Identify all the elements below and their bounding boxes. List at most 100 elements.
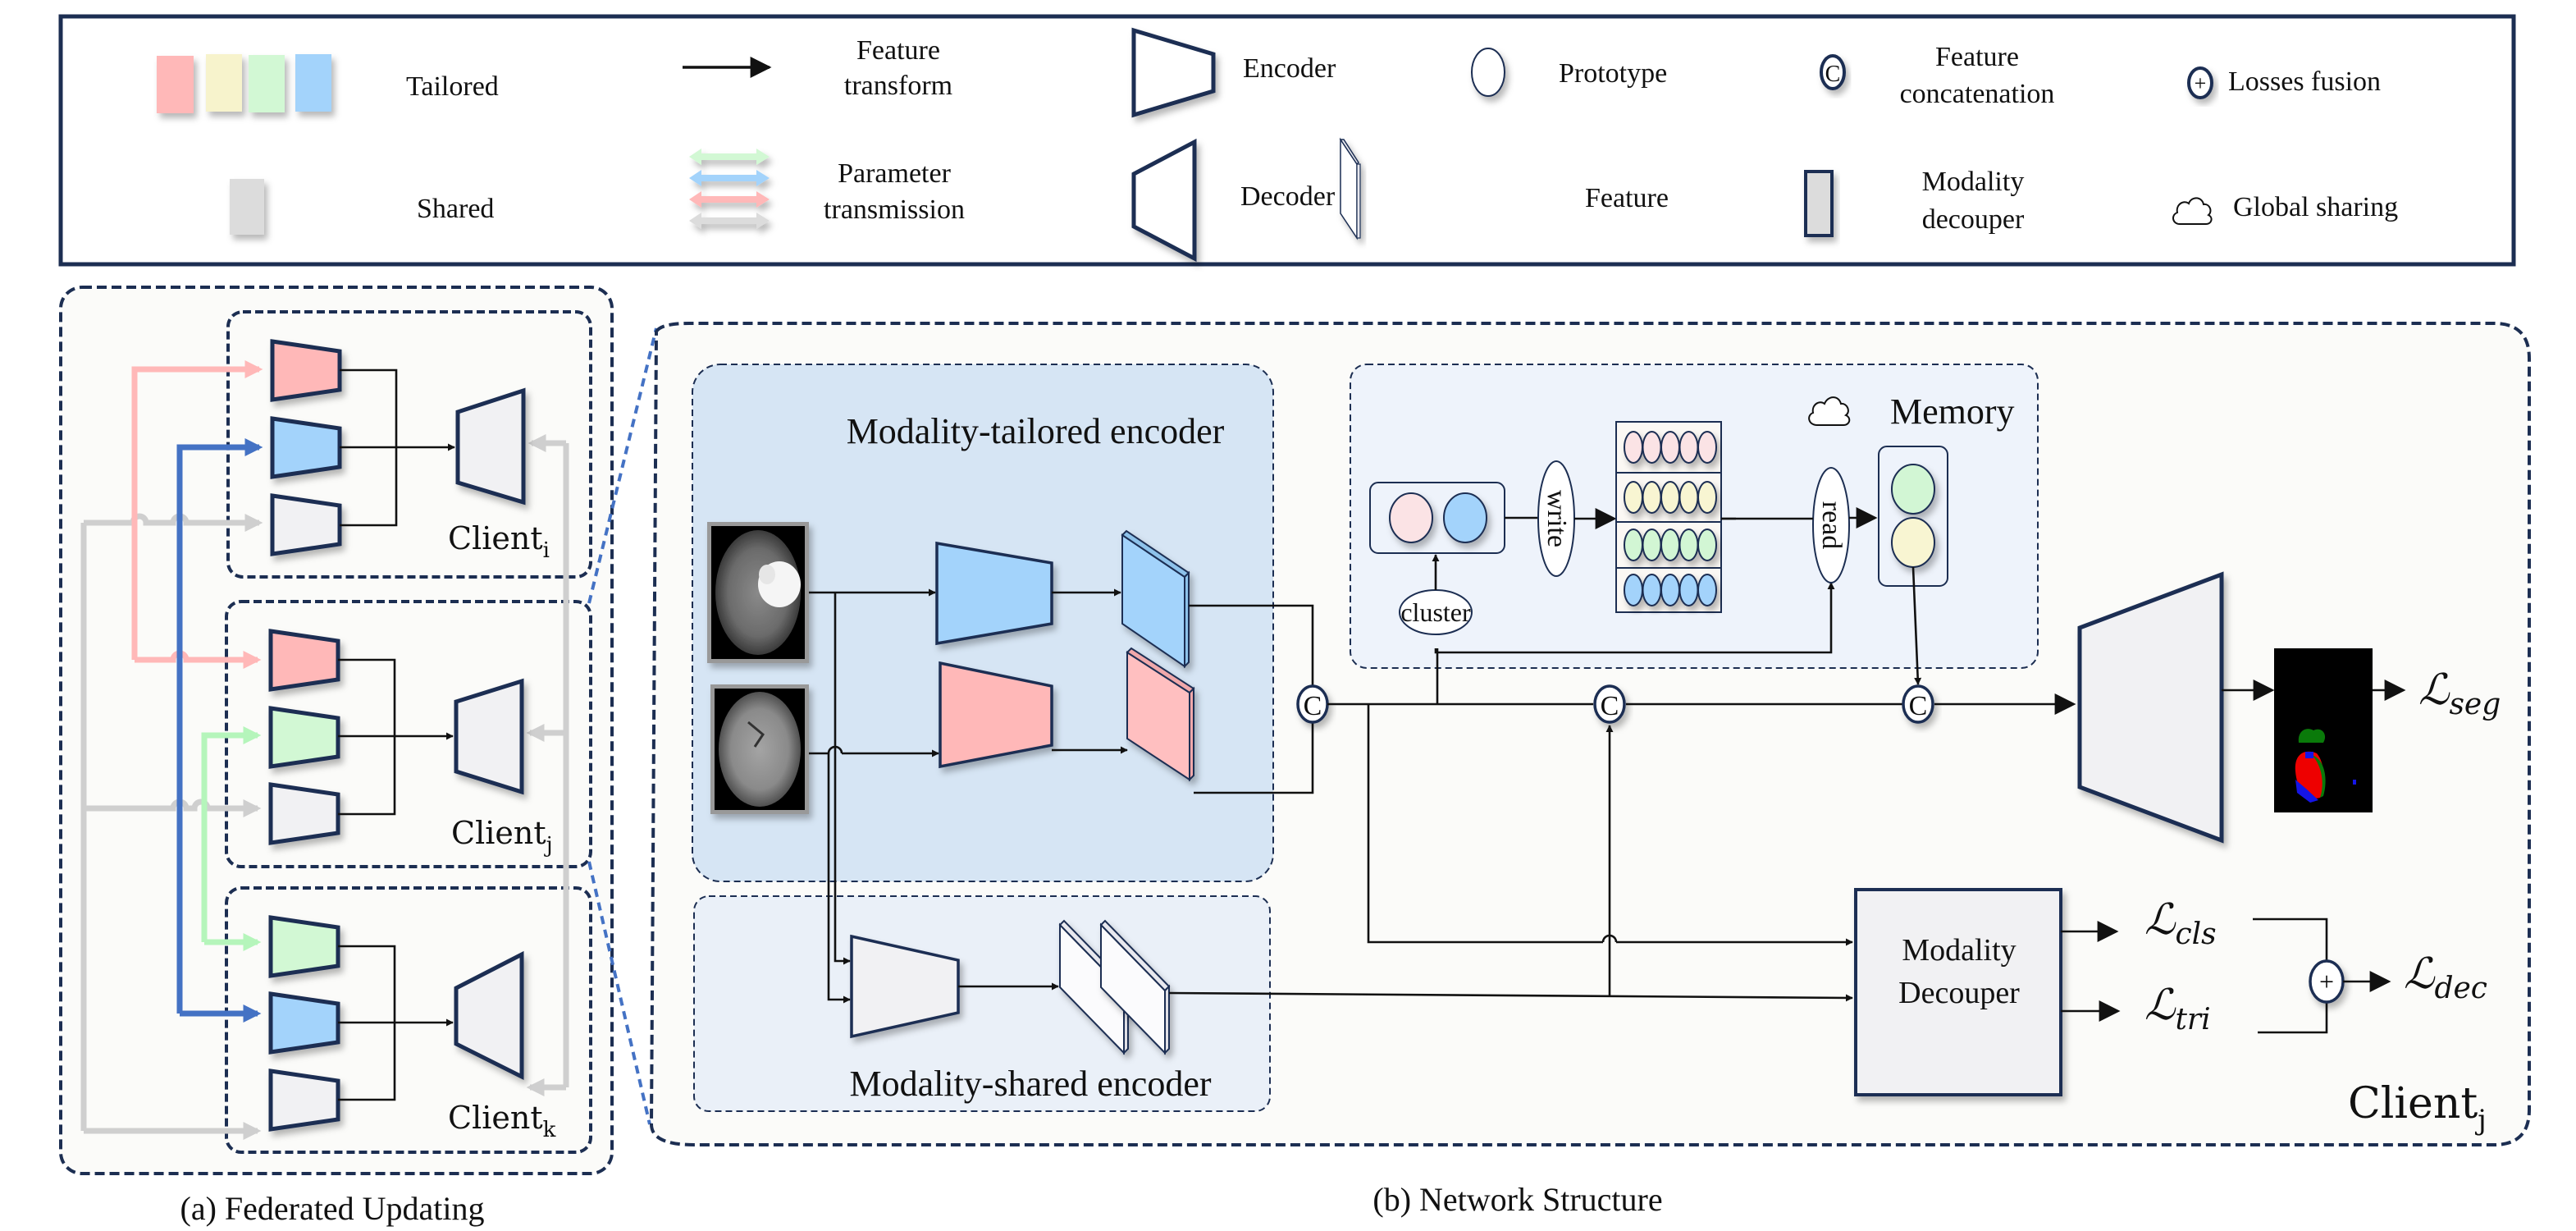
- concat-c-icon: C: [1820, 54, 1846, 90]
- encoder-gray: [270, 493, 342, 556]
- encoder-blue: [270, 416, 342, 479]
- legend-label: Shared: [417, 194, 494, 224]
- feature-slab-icon: [1339, 137, 1361, 240]
- legend-label-line1: Parameter: [838, 158, 951, 189]
- mri-image-flair: [707, 522, 809, 663]
- legend-item-feature: Feature: [1339, 137, 1669, 240]
- legend: Tailored Shared Feature transform Parame…: [58, 14, 2516, 267]
- decoder: [455, 387, 526, 506]
- modality-shared-title: Modality-shared encoder: [849, 1064, 1211, 1104]
- client-label: Clienti: [448, 520, 550, 563]
- plus-circle-icon: +: [2187, 66, 2213, 99]
- prototype-yellow: [1891, 517, 1935, 568]
- cloud-icon: [1808, 396, 1851, 426]
- memory-prototype: [1624, 431, 1643, 464]
- encoder-trapezoid-icon: [1131, 27, 1216, 118]
- loss-tri: ℒtri: [2144, 981, 2211, 1037]
- cluster-label: cluster: [1400, 597, 1471, 627]
- memory-title-group: Memory: [1808, 391, 2015, 432]
- legend-frame: [58, 14, 2516, 267]
- memory-title: Memory: [1890, 391, 2015, 432]
- loss-cls: ℒcls: [2144, 895, 2217, 951]
- legend-label: Prototype: [1559, 58, 1667, 89]
- memory-prototype: [1624, 574, 1643, 606]
- legend-label-line2: decouper: [1922, 204, 2025, 235]
- memory-prototype: [1697, 574, 1717, 606]
- memory-bank: [1615, 421, 1722, 613]
- client-j: Clientj: [268, 629, 553, 858]
- memory-prototype: [1624, 481, 1643, 514]
- encoder-gray: [268, 782, 340, 845]
- legend-item-encoder: Encoder: [1131, 27, 1336, 118]
- legend-item-losses-fusion: + Losses fusion: [2187, 66, 2381, 99]
- memory-prototype: [1642, 529, 1662, 561]
- decouper-label-line2: Decouper: [1898, 976, 2020, 1010]
- legend-label: Losses fusion: [2228, 66, 2381, 97]
- memory-prototype: [1660, 431, 1680, 464]
- write-label: write: [1541, 490, 1572, 547]
- legend-item-prototype: Prototype: [1471, 48, 1667, 97]
- loss-seg: ℒseg: [2418, 666, 2501, 721]
- svg-text:+: +: [2319, 967, 2334, 996]
- legend-label: Decoder: [1240, 181, 1336, 212]
- svg-text:C: C: [1304, 691, 1322, 721]
- circle-icon: [1471, 48, 1505, 97]
- prototype-input-group: [1369, 482, 1505, 554]
- decoder-trapezoid-icon: [1131, 138, 1197, 263]
- prototype-pink: [1389, 492, 1433, 543]
- memory-prototype: [1660, 481, 1680, 514]
- tailored-flow-lines: [809, 588, 1128, 1004]
- cluster-node: cluster: [1399, 589, 1473, 635]
- legend-label-line1: Feature: [856, 35, 940, 66]
- loss-dec: ℒdec: [2404, 950, 2487, 1005]
- decoder: [454, 678, 524, 795]
- memory-prototype: [1697, 529, 1717, 561]
- memory-prototype: [1624, 529, 1643, 561]
- legend-label: Encoder: [1243, 53, 1336, 84]
- memory-prototype: [1697, 481, 1717, 514]
- memory-prototype: [1679, 481, 1699, 514]
- write-node: write: [1537, 460, 1575, 577]
- memory-prototype: [1660, 574, 1680, 606]
- encoder-green: [268, 915, 340, 978]
- double-arrow-icon: [689, 149, 770, 229]
- concat-node-1: C: [1296, 684, 1329, 724]
- legend-item-parameter-transmission: Parameter transmission: [689, 149, 965, 229]
- prototype-green: [1891, 464, 1935, 515]
- svg-text:C: C: [1825, 62, 1841, 87]
- svg-text:C: C: [1909, 691, 1928, 721]
- parameter-transmission-lines: [80, 360, 569, 1140]
- memory-prototype: [1679, 574, 1699, 606]
- tailored-encoder-blue: [935, 541, 1053, 646]
- modality-decouper-box: [1854, 888, 2062, 1096]
- concat-node-2: C: [1593, 684, 1626, 724]
- client-k: Clientk: [268, 915, 556, 1142]
- client-label: Clientj: [451, 815, 553, 858]
- svg-text:C: C: [1601, 691, 1619, 721]
- encoder-gray: [268, 1069, 340, 1132]
- memory-prototype: [1642, 574, 1662, 606]
- panel-federated-updating: Clienti Clientj Clientk (a) Federated Up…: [59, 286, 614, 1227]
- shared-encoder: [850, 934, 960, 1039]
- legend-item-feature-transform: Feature transform: [683, 35, 952, 101]
- read-label: read: [1816, 501, 1847, 550]
- legend-label-line2: concatenation: [1900, 79, 2055, 109]
- memory-prototype: [1697, 431, 1717, 464]
- encoder-pink: [270, 339, 342, 402]
- read-node: read: [1812, 467, 1850, 583]
- legend-item-modality-decouper: Modality decouper: [1804, 167, 2025, 237]
- modality-tailored-title: Modality-tailored encoder: [847, 411, 1225, 451]
- losses-fusion-node: +: [2309, 959, 2345, 1004]
- panel-network-structure: Modality-tailored encoder Modality-share…: [649, 322, 2531, 1218]
- encoder-pink: [268, 629, 340, 692]
- cloud-icon: [2172, 197, 2213, 225]
- encoder-blue: [268, 991, 340, 1055]
- legend-item-feature-concatenation: C Feature concatenation: [1820, 42, 2055, 109]
- segmentation-output-image: [2274, 648, 2373, 812]
- encoder-green: [268, 706, 340, 769]
- decouper-label-line1: Modality: [1902, 933, 2016, 968]
- read-output-group: [1878, 446, 1948, 587]
- panel-a-caption: (a) Federated Updating: [180, 1190, 485, 1227]
- feature-blue: [1121, 529, 1190, 669]
